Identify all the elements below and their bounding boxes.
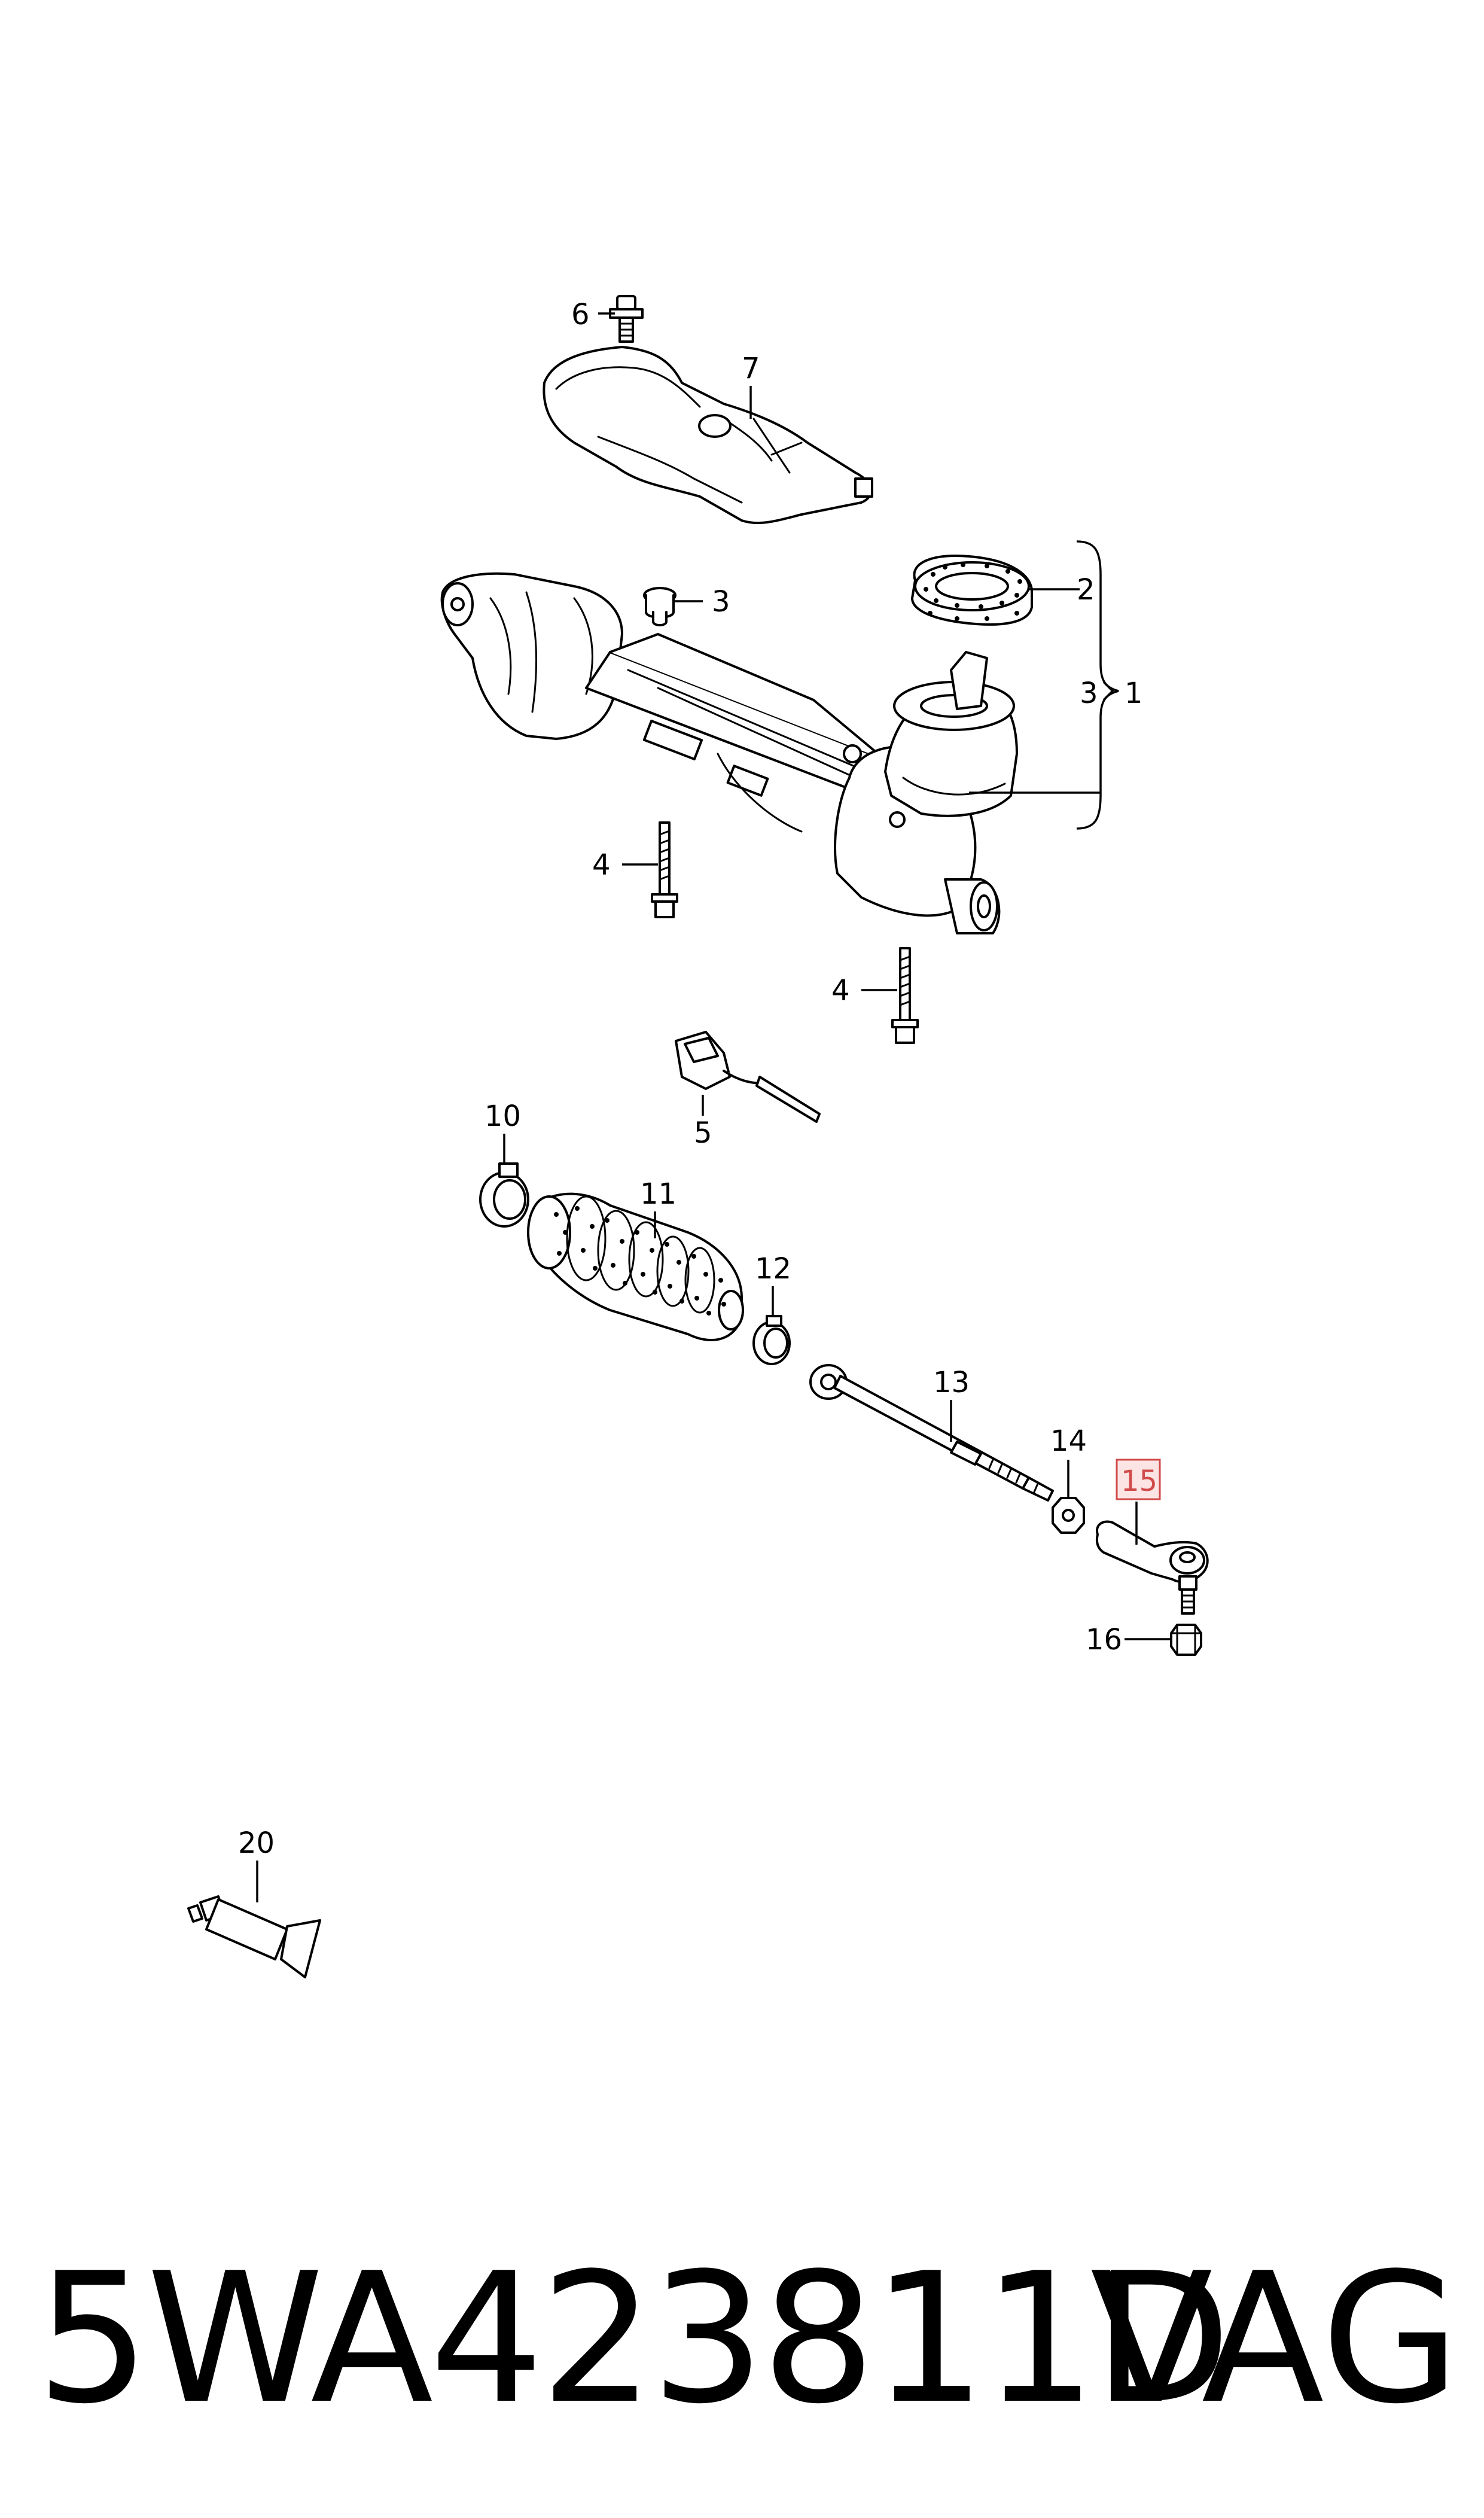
part-4-bolt-left bbox=[651, 821, 678, 918]
brand-label: VAG bbox=[1090, 2234, 1460, 2443]
part-16-nut bbox=[1170, 1624, 1202, 1656]
callout-3-plug: 3 bbox=[712, 585, 730, 619]
part-7-heat-shield bbox=[543, 346, 873, 525]
callout-3-group: 3 bbox=[1080, 677, 1098, 710]
callout-15: 15 bbox=[1121, 1464, 1157, 1498]
leader-lines bbox=[256, 312, 1170, 1902]
part-11-boot bbox=[527, 1192, 744, 1341]
callout-4-left: 4 bbox=[592, 848, 611, 882]
callout-20: 20 bbox=[238, 1826, 275, 1860]
part-10-clamp bbox=[479, 1162, 529, 1228]
callout-5: 5 bbox=[694, 1116, 712, 1150]
callout-2: 2 bbox=[1077, 573, 1095, 607]
part-6-bolt bbox=[609, 295, 644, 343]
part-13-tie-rod bbox=[809, 1364, 1054, 1502]
callout-13: 13 bbox=[933, 1366, 970, 1399]
part-number: 5WA423811D bbox=[36, 2234, 1232, 2443]
callout-1: 1 bbox=[1125, 677, 1143, 710]
callout-4-right: 4 bbox=[831, 974, 850, 1007]
callout-16: 16 bbox=[1086, 1623, 1122, 1657]
footer: 5WA423811D VAG bbox=[0, 2213, 1484, 2453]
part-12-clamp bbox=[752, 1315, 791, 1365]
callout-11: 11 bbox=[640, 1177, 677, 1211]
callout-14: 14 bbox=[1050, 1424, 1087, 1458]
callout-labels: 6 7 2 3 3 1 4 4 5 10 11 12 13 14 15 16 2… bbox=[238, 298, 1161, 1860]
part-14-nut bbox=[1052, 1497, 1085, 1534]
callout-15-highlight bbox=[1116, 1459, 1161, 1500]
part-2-seal bbox=[911, 555, 1033, 626]
part-15-tie-rod-end bbox=[1095, 1520, 1209, 1615]
part-1-steering-rack bbox=[440, 572, 1018, 934]
callout-10: 10 bbox=[484, 1100, 521, 1133]
callout-7: 7 bbox=[742, 352, 760, 385]
part-20-grease-tube bbox=[187, 1895, 321, 1978]
callout-6: 6 bbox=[571, 298, 590, 331]
callout-12: 12 bbox=[755, 1252, 791, 1286]
part-3-plug bbox=[643, 587, 677, 626]
part-4-bolt-right bbox=[891, 947, 919, 1044]
part-5-sensor bbox=[675, 1031, 821, 1123]
